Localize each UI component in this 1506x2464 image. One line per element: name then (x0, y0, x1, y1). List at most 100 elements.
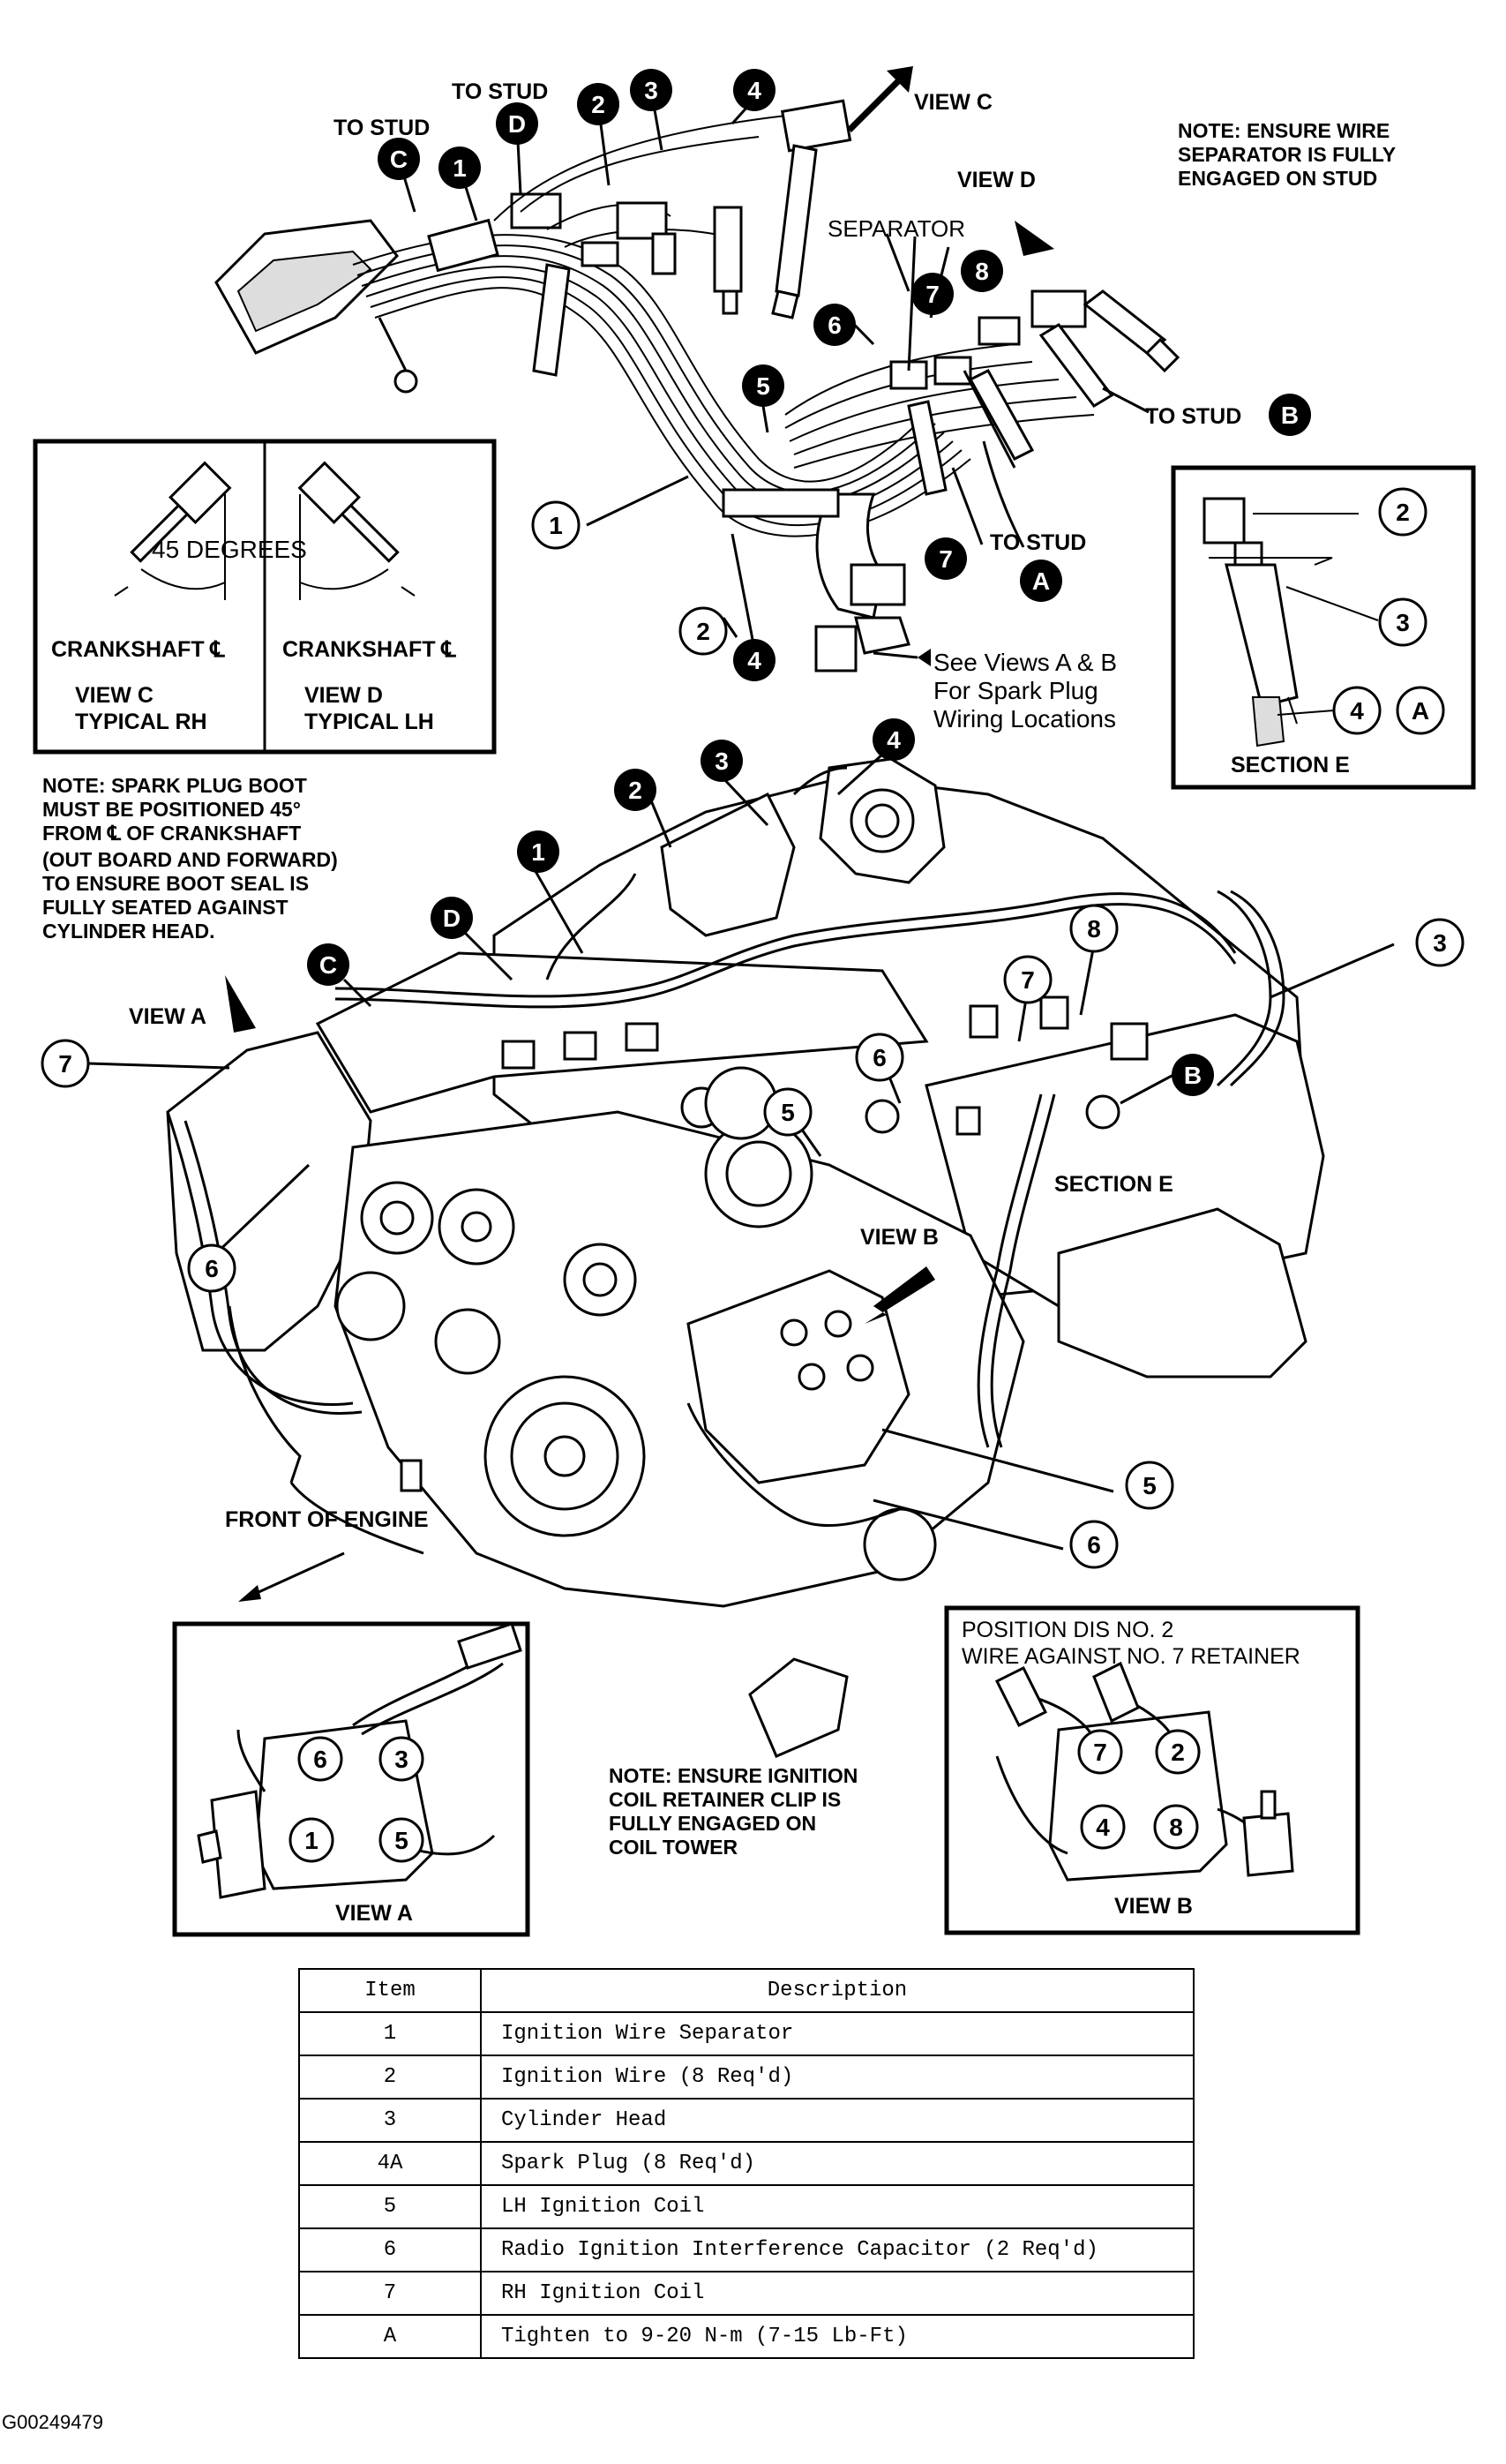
svg-text:NOTE: SPARK PLUG BOOT: NOTE: SPARK PLUG BOOT (42, 774, 307, 797)
svg-text:2: 2 (1396, 499, 1410, 526)
svg-text:NOTE: ENSURE WIRE: NOTE: ENSURE WIRE (1178, 119, 1390, 142)
crankshaft-right-label: CRANKSHAFT ℄ (282, 637, 457, 662)
callout-d-top: D (496, 102, 538, 145)
main-leader-lines (87, 753, 1395, 1551)
svg-text:6: 6 (205, 1255, 219, 1282)
svg-text:A: A (1032, 567, 1050, 595)
svg-text:7: 7 (1021, 966, 1035, 994)
description-cell: LH Ignition Coil (480, 2184, 1195, 2229)
callout-b-engine: B (1172, 1054, 1214, 1096)
svg-text:4: 4 (1350, 697, 1364, 725)
view-b-cyl-4 (1080, 1804, 1126, 1850)
view-b-arrow-label: VIEW B (860, 1225, 939, 1250)
view-d-label: VIEW D (957, 168, 1036, 192)
view-c-box-label: VIEW C (75, 683, 154, 708)
svg-text:4: 4 (747, 77, 761, 104)
svg-text:6: 6 (873, 1044, 887, 1071)
svg-text:ENGAGED ON STUD: ENGAGED ON STUD (1178, 167, 1377, 190)
svg-text:7: 7 (58, 1050, 72, 1078)
front-of-engine-label: FRONT OF ENGINE (225, 1507, 429, 1532)
svg-text:8: 8 (1087, 915, 1101, 943)
description-cell: Ignition Wire (8 Req'd) (480, 2055, 1195, 2100)
table-header-row: Item Description (298, 1968, 1195, 2013)
callout-1-engine: 1 (517, 830, 559, 873)
typical-rh-label: TYPICAL RH (75, 710, 207, 734)
crankshaft-left-label: CRANKSHAFT ℄ (51, 637, 226, 662)
note-spark-plug-boot: NOTE: SPARK PLUG BOOT MUST BE POSITIONED… (42, 774, 338, 943)
view-a-cyl-6 (297, 1736, 343, 1782)
separator-label: SEPARATOR (828, 215, 965, 242)
typical-lh-label: TYPICAL LH (304, 710, 434, 734)
callout-2-harness: 2 (678, 606, 728, 656)
svg-text:A: A (1412, 697, 1429, 725)
svg-text:6: 6 (828, 312, 842, 339)
to-stud-d-label: TO STUD (452, 79, 548, 104)
svg-text:2: 2 (1171, 1739, 1185, 1766)
callout-3-engine: 3 (701, 740, 743, 782)
callout-3-top: 3 (630, 69, 672, 111)
item-cell: 7 (298, 2271, 482, 2316)
item-cell: 2 (298, 2055, 482, 2100)
callout-7-engine: 7 (1003, 955, 1053, 1004)
see-views-line-3: Wiring Locations (933, 705, 1116, 732)
callout-5-engine-bottom: 5 (1125, 1461, 1174, 1510)
view-b-note-2: WIRE AGAINST NO. 7 RETAINER (962, 1644, 1300, 1669)
callout-6-engine-left: 6 (187, 1243, 236, 1293)
callout-b-top: B (1269, 394, 1311, 436)
table-header-item: Item (298, 1968, 482, 2013)
to-stud-b-label: TO STUD (1145, 404, 1241, 429)
svg-text:3: 3 (715, 747, 729, 775)
item-cell: A (298, 2314, 482, 2359)
callout-c-engine: C (307, 943, 349, 986)
view-b-cyl-8 (1153, 1804, 1199, 1850)
section-e-box: SECTION E (1171, 465, 1476, 790)
svg-text:D: D (443, 905, 461, 932)
description-cell: Spark Plug (8 Req'd) (480, 2141, 1195, 2186)
see-views-line-1: See Views A & B (933, 649, 1117, 676)
svg-text:1: 1 (453, 154, 467, 182)
callout-3-engine-right: 3 (1415, 918, 1465, 967)
svg-text:2: 2 (591, 91, 605, 118)
svg-text:MUST BE POSITIONED 45°: MUST BE POSITIONED 45° (42, 798, 301, 821)
degrees-label: 45 DEGREES (152, 536, 307, 563)
svg-text:FULLY SEATED AGAINST: FULLY SEATED AGAINST (42, 896, 288, 919)
svg-text:7: 7 (925, 281, 940, 308)
svg-text:6: 6 (313, 1746, 327, 1773)
svg-text:CYLINDER HEAD.: CYLINDER HEAD. (42, 920, 215, 943)
view-b-note-1: POSITION DIS NO. 2 (962, 1618, 1173, 1642)
view-b-cyl-7 (1077, 1729, 1123, 1775)
svg-text:C: C (319, 951, 337, 979)
callout-4-engine: 4 (873, 718, 915, 761)
table-header-description: Description (480, 1968, 1195, 2013)
svg-text:3: 3 (394, 1746, 408, 1773)
svg-text:1: 1 (304, 1827, 318, 1854)
figure-id-caption: G00249479 (2, 2411, 103, 2433)
callout-5-top: 5 (742, 364, 784, 407)
callout-a-section-e: A (1396, 686, 1445, 735)
svg-text:2: 2 (696, 618, 710, 645)
svg-text:SEPARATOR IS FULLY: SEPARATOR IS FULLY (1178, 143, 1396, 166)
callout-1-harness: 1 (531, 500, 581, 550)
item-cell: 3 (298, 2098, 482, 2143)
see-views-line-2: For Spark Plug (933, 677, 1098, 704)
callout-2-engine: 2 (614, 769, 656, 811)
svg-text:(OUT BOARD AND FORWARD): (OUT BOARD AND FORWARD) (42, 848, 338, 871)
svg-text:D: D (508, 110, 526, 138)
note-ignition-coil: NOTE: ENSURE IGNITION COIL RETAINER CLIP… (609, 1764, 858, 1859)
note-wire-separator: NOTE: ENSURE WIRE SEPARATOR IS FULLY ENG… (1178, 119, 1396, 190)
callout-a-top: A (1020, 560, 1062, 602)
callouts-black: C 1 D 2 3 4 8 7 6 5 B A 7 4 2 3 4 1 D C … (307, 69, 1311, 1096)
svg-text:6: 6 (1087, 1531, 1101, 1559)
svg-text:B: B (1281, 402, 1299, 429)
svg-text:3: 3 (1433, 929, 1447, 957)
top-harness-drawing (214, 99, 1180, 672)
item-cell: 1 (298, 2011, 482, 2056)
